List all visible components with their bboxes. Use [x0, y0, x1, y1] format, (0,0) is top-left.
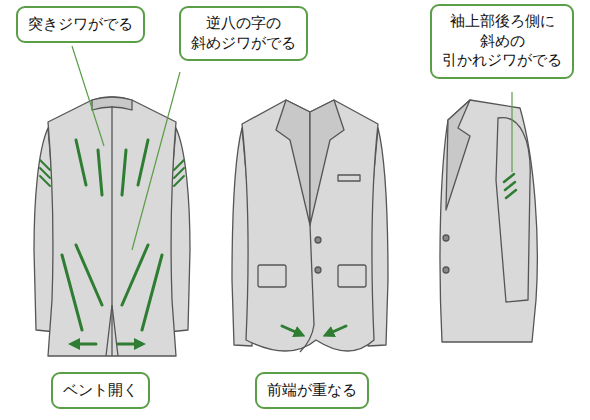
side-lapel [446, 100, 470, 210]
lapel [310, 100, 344, 225]
side-sleeve [496, 118, 530, 302]
callout-box: 逆八の字の 斜めジワがでる [179, 6, 308, 61]
wrinkle [174, 160, 184, 186]
callout-box: ベント開く [51, 372, 150, 409]
wrinkle [76, 245, 102, 305]
wrinkle [122, 245, 148, 305]
front-edge [300, 225, 314, 352]
chest-pocket [338, 175, 360, 181]
side-body [440, 100, 537, 342]
lapel [276, 100, 310, 225]
button [315, 237, 321, 243]
callout-box: 突きジワがでる [16, 6, 145, 43]
callout-text: ベント開く [63, 381, 138, 401]
overlap-arrow [328, 326, 346, 334]
front-body [242, 100, 378, 351]
button [443, 235, 449, 241]
callout-text: 逆八の字の 斜めジワがでる [191, 14, 296, 53]
wrinkle [62, 255, 82, 330]
wrinkle [76, 140, 86, 185]
callout-text: 袖上部後ろ側に 斜めの 引かれジワがでる [442, 12, 562, 71]
leader-line [72, 46, 104, 146]
button [315, 267, 321, 273]
callout-text: 突きジワがでる [28, 15, 133, 35]
wrinkle [122, 150, 126, 195]
wrinkle [98, 150, 102, 195]
back-body [48, 97, 176, 356]
wrinkle [504, 174, 516, 198]
button [443, 267, 449, 273]
flap-pocket [258, 265, 286, 287]
leader-line [511, 92, 512, 172]
vent-arrow [118, 343, 140, 346]
center-seam [111, 106, 112, 356]
vent [106, 305, 118, 356]
vent-arrow [74, 343, 96, 346]
callout-box: 袖上部後ろ側に 斜めの 引かれジワがでる [430, 4, 574, 79]
wrinkle [142, 255, 162, 330]
callout-box: 前端が重なる [255, 372, 369, 409]
wrinkle [138, 140, 148, 185]
overlap-arrow [282, 326, 300, 334]
leader-line [132, 72, 180, 250]
wrinkle [40, 160, 50, 186]
callout-text: 前端が重なる [267, 381, 357, 401]
flap-pocket [338, 265, 366, 287]
